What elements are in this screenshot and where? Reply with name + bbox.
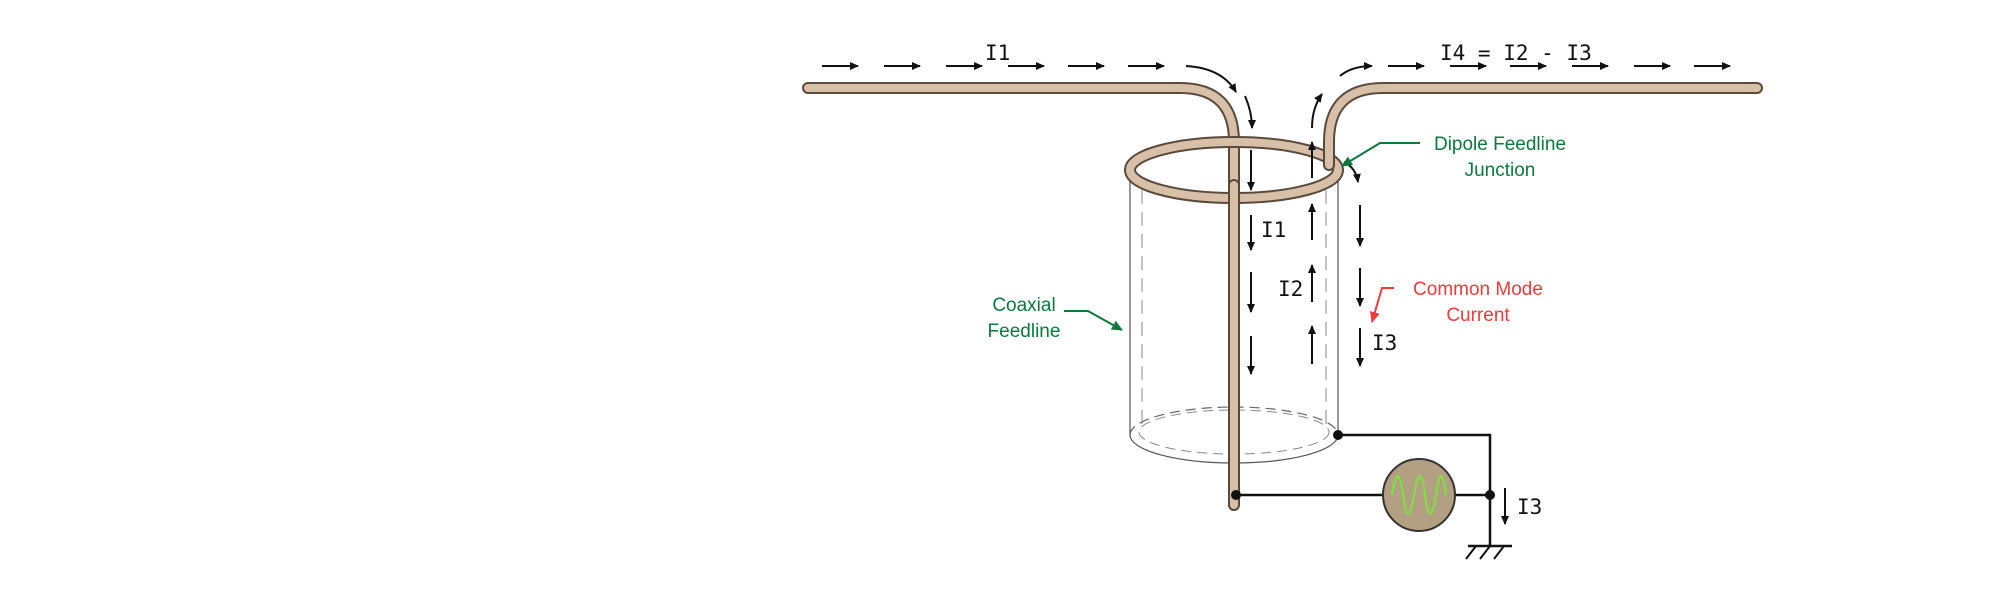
svg-text:Current: Current <box>1446 305 1510 326</box>
svg-text:Coaxial: Coaxial <box>992 295 1055 316</box>
current-arrows-left-wire <box>822 62 1256 129</box>
ground-icon <box>1465 544 1512 560</box>
callout-dipole-feedline-junction: Dipole Feedline Junction <box>1341 134 1566 181</box>
label-i2-inner: I2 <box>1278 277 1303 301</box>
circuit-wire-shield-to-ground <box>1338 433 1492 545</box>
current-arrows-i3-outer <box>1343 161 1364 367</box>
label-i3-ground: I3 <box>1517 495 1542 519</box>
label-i3-outer: I3 <box>1372 331 1397 355</box>
label-i4-equation: I4 = I2 - I3 <box>1440 41 1592 65</box>
svg-text:Feedline: Feedline <box>988 321 1061 342</box>
node-shield <box>1333 430 1343 440</box>
node-ground <box>1485 490 1495 500</box>
svg-text:Common Mode: Common Mode <box>1413 279 1543 300</box>
callout-common-mode-current: Common Mode Current <box>1370 279 1543 326</box>
svg-text:Dipole Feedline: Dipole Feedline <box>1434 134 1566 155</box>
rf-source-icon <box>1382 458 1456 532</box>
label-i1-top: I1 <box>985 41 1010 65</box>
label-i1-inner: I1 <box>1261 218 1286 242</box>
svg-text:Junction: Junction <box>1465 160 1536 181</box>
node-center-conductor <box>1231 490 1241 500</box>
callout-coaxial-feedline: Coaxial Feedline <box>988 295 1123 342</box>
current-arrows-right-wire <box>1311 62 1731 129</box>
dipole-right-wire-fill <box>1325 84 1761 169</box>
